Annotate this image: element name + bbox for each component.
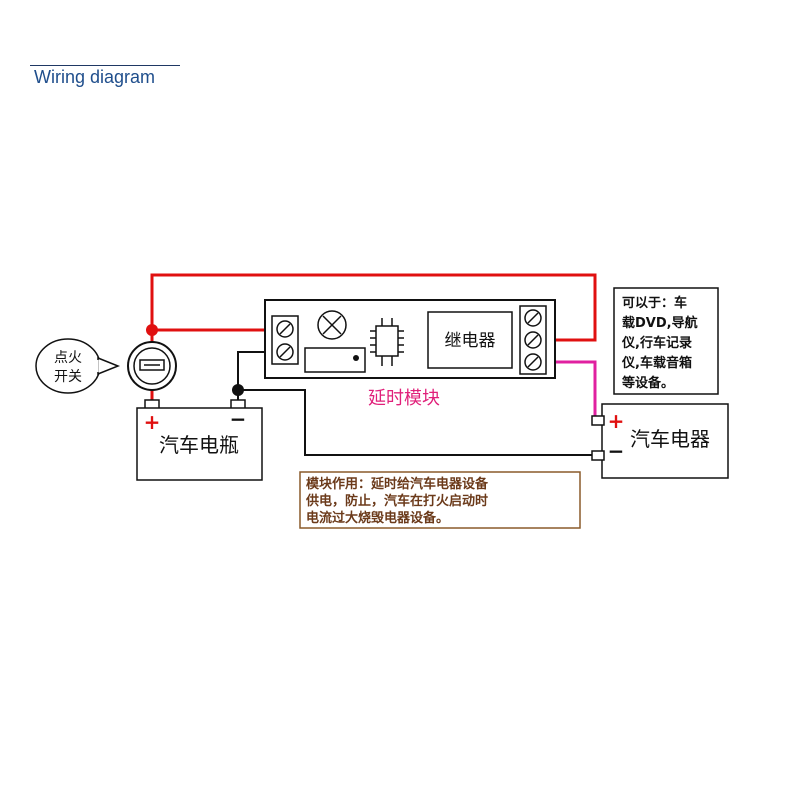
appliance-plus-sign: + — [608, 409, 625, 433]
ignition-label-line1: 点火 — [54, 350, 82, 366]
module-label: 延时模块 — [368, 388, 440, 409]
car-appliance — [601, 403, 729, 479]
ignition-label-line2: 开关 — [54, 369, 82, 385]
battery-plus-sign: + — [144, 410, 161, 434]
red-junction-dot — [146, 324, 158, 336]
side-note: 可以于：车 载DVD,导航 仪,行车记录 仪,车载音箱 等设备。 — [621, 295, 698, 391]
relay-label: 继电器 — [445, 331, 496, 351]
battery-minus-sign: − — [230, 407, 247, 431]
page-title: Wiring diagram — [34, 67, 156, 87]
side-note-line: 可以于：车 — [622, 295, 687, 311]
appliance-label: 汽车电器 — [630, 427, 710, 451]
header-rule — [30, 65, 180, 66]
black-wire-to-appliance-minus — [238, 389, 598, 456]
appliance-minus-post — [591, 450, 605, 461]
bottom-note-box — [299, 471, 581, 529]
bottom-note-line: 模块作用：延时给汽车电器设备 — [306, 476, 489, 492]
relay-box — [427, 311, 513, 369]
battery-label: 汽车电瓶 — [159, 433, 239, 457]
side-note-line: 等设备。 — [621, 375, 674, 391]
side-note-box — [613, 287, 719, 395]
bottom-note-line: 供电，防止，汽车在打火启动时 — [305, 493, 488, 509]
appliance-minus-sign: − — [608, 439, 625, 463]
ignition-switch-icon — [127, 341, 177, 391]
black-junction-dot — [232, 384, 244, 396]
bottom-note-line: 电流过大烧毁电器设备。 — [306, 510, 449, 526]
side-note-line: 载DVD,导航 — [622, 315, 698, 331]
car-battery — [136, 407, 263, 481]
side-note-line: 仪,车载音箱 — [621, 355, 692, 371]
red-wire-top-loop — [150, 273, 597, 342]
side-note-line: 仪,行车记录 — [621, 335, 692, 351]
bottom-note: 模块作用：延时给汽车电器设备 供电，防止，汽车在打火启动时 电流过大烧毁电器设备… — [305, 476, 489, 526]
appliance-plus-post — [591, 415, 605, 426]
ic-chip-icon — [370, 318, 404, 366]
